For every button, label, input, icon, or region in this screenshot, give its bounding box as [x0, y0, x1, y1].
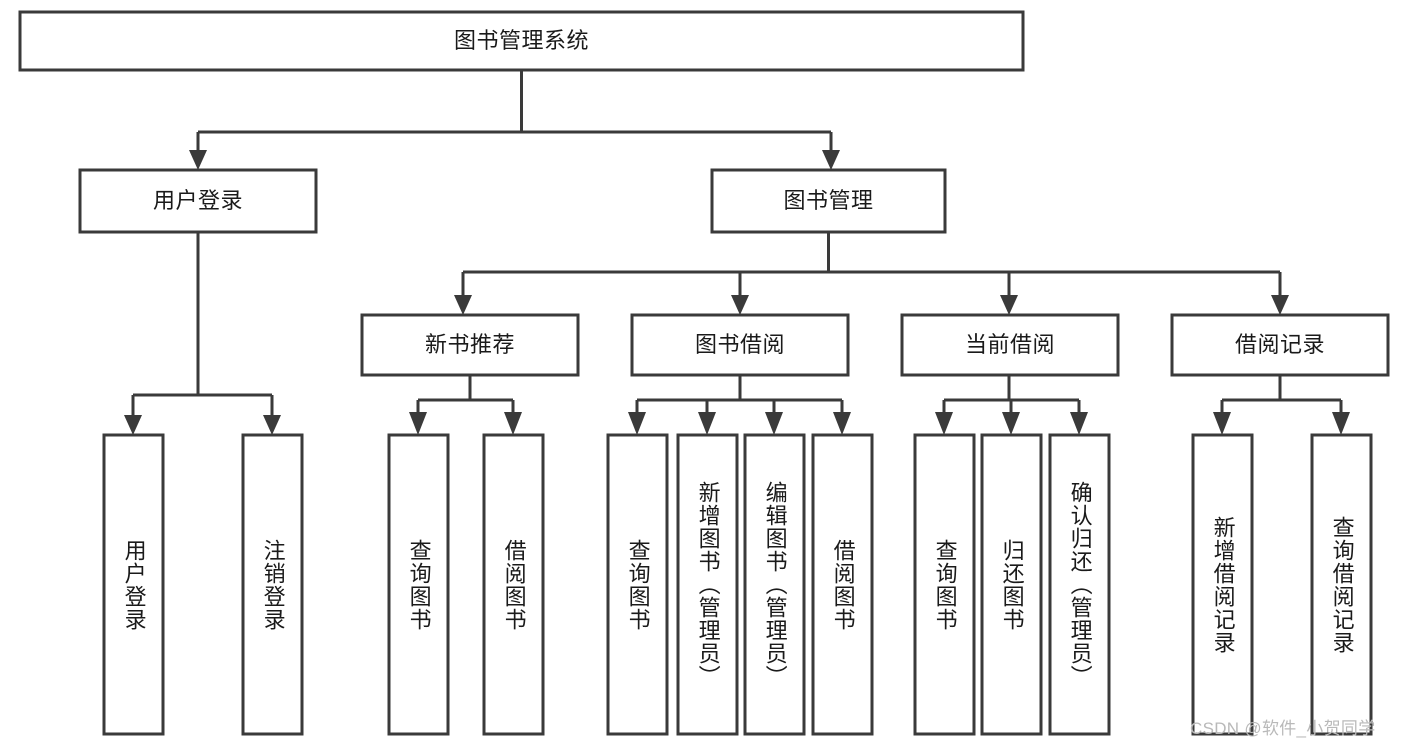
node-leaf-query-record[interactable]	[1310, 433, 1373, 736]
connector-group-book-manage	[454, 232, 1289, 315]
connector-group-root	[189, 70, 840, 170]
node-hit-new-book-rec[interactable]	[362, 315, 578, 375]
node-hit-leaf-logout[interactable]	[243, 435, 302, 734]
watermark-text: CSDN @软件_小贺同学	[1190, 719, 1376, 738]
connector-group-book-borrow	[628, 375, 851, 435]
node-leaf-return-book[interactable]	[980, 433, 1043, 736]
connector-group-user-login	[124, 232, 281, 435]
node-leaf-query-book-3[interactable]	[913, 433, 976, 736]
node-leaf-user-login[interactable]	[102, 433, 165, 736]
node-leaf-confirm-return[interactable]	[1048, 433, 1111, 736]
node-root[interactable]	[18, 10, 1025, 72]
node-leaf-borrow-book-2[interactable]	[811, 433, 874, 736]
connector-group-borrow-record	[1213, 375, 1350, 435]
connector-group-current-borrow	[935, 375, 1088, 435]
node-hit-book-borrow[interactable]	[632, 315, 848, 375]
node-new-book-rec[interactable]	[360, 313, 580, 377]
node-hit-leaf-query-book-1[interactable]	[389, 435, 448, 734]
node-hit-book-manage[interactable]	[712, 170, 945, 232]
node-hit-leaf-query-book-3[interactable]	[915, 435, 974, 734]
node-hit-root[interactable]	[20, 12, 1023, 70]
node-book-manage[interactable]	[710, 168, 947, 234]
node-hit-leaf-query-record[interactable]	[1312, 435, 1371, 734]
node-hit-leaf-user-login[interactable]	[104, 435, 163, 734]
node-current-borrow[interactable]	[900, 313, 1120, 377]
node-leaf-query-book-1[interactable]	[387, 433, 450, 736]
node-leaf-add-record[interactable]	[1191, 433, 1254, 736]
node-leaf-edit-book[interactable]	[743, 433, 806, 736]
node-hit-user-login[interactable]	[80, 170, 316, 232]
node-hit-leaf-return-book[interactable]	[982, 435, 1041, 734]
node-book-borrow[interactable]	[630, 313, 850, 377]
node-hit-leaf-edit-book[interactable]	[745, 435, 804, 734]
node-hit-leaf-borrow-book-1[interactable]	[484, 435, 543, 734]
node-hit-current-borrow[interactable]	[902, 315, 1118, 375]
node-leaf-query-book-2[interactable]	[606, 433, 669, 736]
node-hit-leaf-query-book-2[interactable]	[608, 435, 667, 734]
node-hit-leaf-borrow-book-2[interactable]	[813, 435, 872, 734]
node-borrow-record[interactable]	[1170, 313, 1390, 377]
node-hit-borrow-record[interactable]	[1172, 315, 1388, 375]
node-hit-leaf-add-book[interactable]	[678, 435, 737, 734]
connector-group-new-book-rec	[409, 375, 522, 435]
node-leaf-borrow-book-1[interactable]	[482, 433, 545, 736]
node-hit-leaf-add-record[interactable]	[1193, 435, 1252, 734]
node-user-login[interactable]	[78, 168, 318, 234]
node-hit-leaf-confirm-return[interactable]	[1050, 435, 1109, 734]
node-leaf-add-book[interactable]	[676, 433, 739, 736]
node-leaf-logout[interactable]	[241, 433, 304, 736]
